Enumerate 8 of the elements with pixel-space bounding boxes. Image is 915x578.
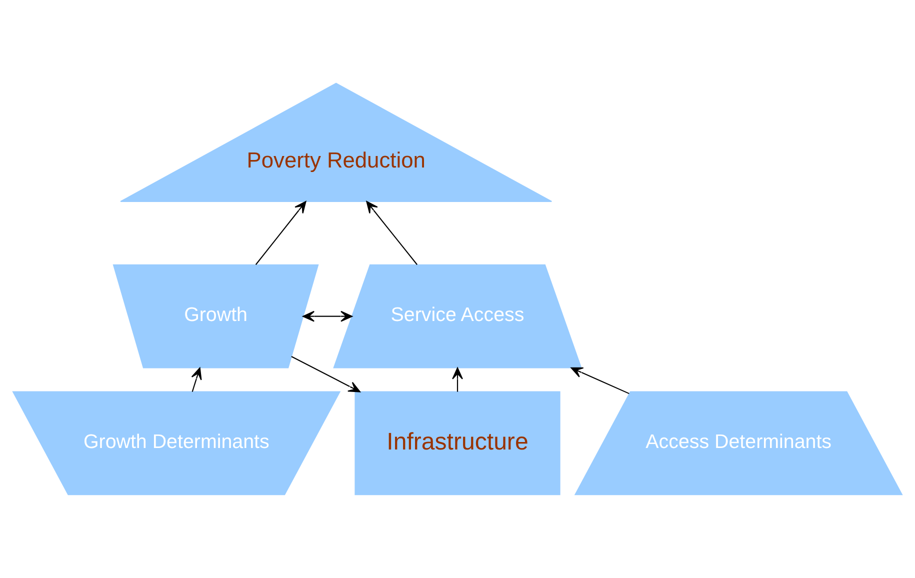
- arrow: [570, 367, 630, 394]
- arrow: [191, 367, 202, 392]
- node-box: Infrastructure: [354, 391, 560, 496]
- arrow: [302, 310, 353, 322]
- arrow: [366, 201, 418, 265]
- arrow: [291, 356, 360, 392]
- arrow: [452, 367, 463, 392]
- arrow: [255, 201, 306, 265]
